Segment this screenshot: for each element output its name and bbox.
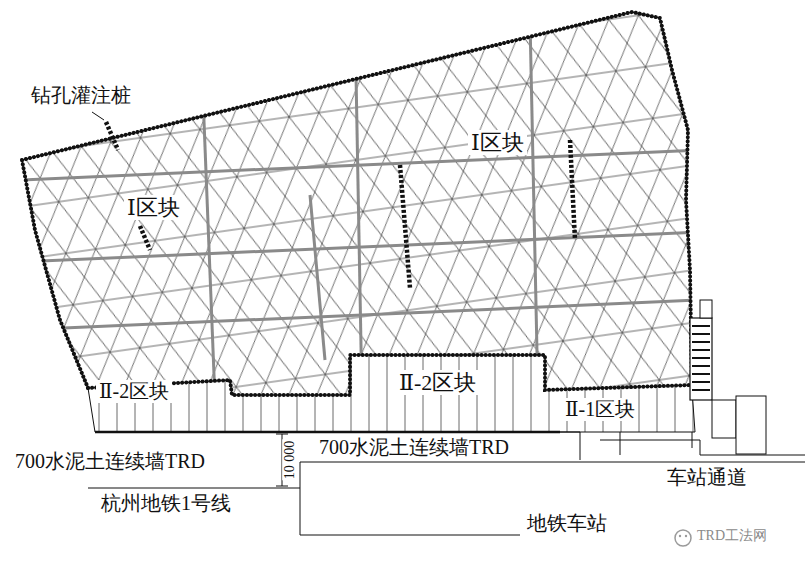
pile-label: 钻孔灌注桩 [28,84,134,107]
channel-link [600,432,660,455]
block-label: Ⅱ-2区块 [396,370,479,395]
wechat-icon-dot [679,535,681,537]
station-stair [690,318,712,400]
trd-wall [95,431,560,434]
block-label: Ⅰ区块 [468,130,527,155]
block-label: Ⅱ-1区块 [562,398,638,421]
watermark: TRD工法网 [694,528,770,544]
leader-line [92,112,104,120]
trd-wall-end [560,432,580,460]
station-shaft [700,300,712,318]
station-channel [660,432,805,455]
block-divider [88,355,692,395]
station-edge [300,462,805,535]
block-label: Ⅰ区块 [124,195,183,220]
stair-treads [692,326,710,390]
channel-label: 车站通道 [664,466,750,489]
metro-line-edge [88,488,300,489]
wall-label: 700水泥土连续墙TRD [316,436,512,459]
wechat-icon [675,530,691,546]
block-label: Ⅱ-2区块 [96,380,172,403]
station-box [712,400,736,438]
block-divider-line [88,355,692,395]
block-ii-struts [88,355,695,432]
pit-outline-piles [22,12,692,390]
wechat-icon-dot [685,535,687,537]
bored-pile-row [140,226,150,250]
main-beam [310,195,325,360]
wall-label: 700水泥土连续墙TRD [12,450,208,473]
station-box [736,396,766,454]
main-beam [20,150,700,180]
station-label: 地铁车站 [524,512,610,535]
main-beam [200,20,215,400]
bored-pile-row [400,165,410,288]
metro-line-label: 杭州地铁1号线 [98,492,234,515]
main-beam [530,20,538,400]
bored-pile-row [570,140,575,240]
dimension-label: 10 000 [282,440,298,481]
pit-outline [22,12,695,432]
